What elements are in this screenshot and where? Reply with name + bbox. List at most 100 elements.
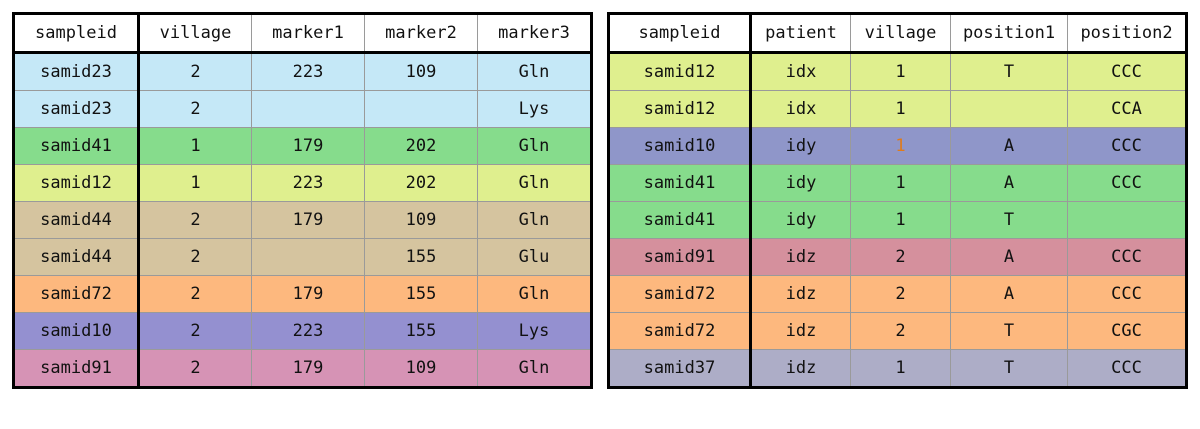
table-cell [364,90,478,128]
table-cell: samid72 [13,275,140,313]
header-row: sampleid village marker1 marker2 marker3 [13,13,592,54]
table-cell: Glu [477,238,592,276]
table-cell: CCC [1067,164,1187,202]
table-cell [251,90,365,128]
column-header-village: village [850,13,951,54]
table-cell: 223 [251,52,365,91]
table-cell: 2 [138,238,252,276]
table-cell: 109 [364,349,478,388]
table-cell: idx [750,52,851,91]
table-cell: 1 [850,349,951,388]
table-cell: 1 [138,164,252,202]
table-cell: idy [750,127,851,165]
column-header-village: village [138,13,252,54]
table-cell: 2 [138,312,252,350]
table-cell: 2 [850,238,951,276]
column-header-marker3: marker3 [477,13,592,54]
table-cell: idz [750,238,851,276]
table-cell [950,90,1068,128]
column-header-marker1: marker1 [251,13,365,54]
table-cell: 2 [138,52,252,91]
table-cell [1067,201,1187,239]
table-cell: Gln [477,52,592,91]
table-cell: 2 [850,275,951,313]
table-cell: 1 [850,90,951,128]
table-cell: T [950,201,1068,239]
table-cell: T [950,349,1068,388]
table-cell: 1 [850,201,951,239]
table-cell: samid72 [608,312,752,350]
table-cell: samid12 [608,52,752,91]
table-cell: 1 [850,164,951,202]
table-cell: CCC [1067,238,1187,276]
table-cell: 2 [138,275,252,313]
table-cell: idz [750,349,851,388]
header-row: sampleid patient village position1 posit… [608,13,1187,54]
table-cell: idz [750,312,851,350]
table-cell: Gln [477,275,592,313]
table-cell: 223 [251,312,365,350]
table-cell: samid12 [13,164,140,202]
table-cell: Gln [477,127,592,165]
table-cell: Gln [477,349,592,388]
column-header-sampleid: sampleid [608,13,752,54]
table-cell: samid41 [608,201,752,239]
table-cell: A [950,275,1068,313]
table-cell: CCC [1067,275,1187,313]
table-cell: Gln [477,164,592,202]
table-cell: samid44 [13,201,140,239]
table-cell: 155 [364,238,478,276]
table-cell: T [950,312,1068,350]
table-cell: 155 [364,312,478,350]
column-header-marker2: marker2 [364,13,478,54]
table-cell: CGC [1067,312,1187,350]
table-cell: T [950,52,1068,91]
table-cell: 179 [251,127,365,165]
table-cell: samid23 [13,90,140,128]
table-cell: idx [750,90,851,128]
table-cell: samid10 [608,127,752,165]
table-cell: samid72 [608,275,752,313]
table-cell: idy [750,164,851,202]
table-cell: 155 [364,275,478,313]
table-cell: A [950,164,1068,202]
table-cell: 109 [364,201,478,239]
table-cell: samid44 [13,238,140,276]
table-cell: 2 [138,90,252,128]
table-cell: samid12 [608,90,752,128]
table-cell: A [950,127,1068,165]
table-cell: idy [750,201,851,239]
table-cell: idz [750,275,851,313]
table-cell [251,238,365,276]
table-cell: 2 [850,312,951,350]
table-cell: 179 [251,201,365,239]
column-header-position1: position1 [950,13,1068,54]
table-cell: 1 [850,127,951,165]
table-cell: CCC [1067,349,1187,388]
table-cell: 2 [138,349,252,388]
table-cell: Lys [477,90,592,128]
table-cell: samid91 [13,349,140,388]
column-header-sampleid: sampleid [13,13,140,54]
table-cell: samid37 [608,349,752,388]
table-cell: 202 [364,164,478,202]
table-cell: 1 [138,127,252,165]
table-cell: 223 [251,164,365,202]
table-cell: 2 [138,201,252,239]
table-cell: A [950,238,1068,276]
column-header-patient: patient [750,13,851,54]
